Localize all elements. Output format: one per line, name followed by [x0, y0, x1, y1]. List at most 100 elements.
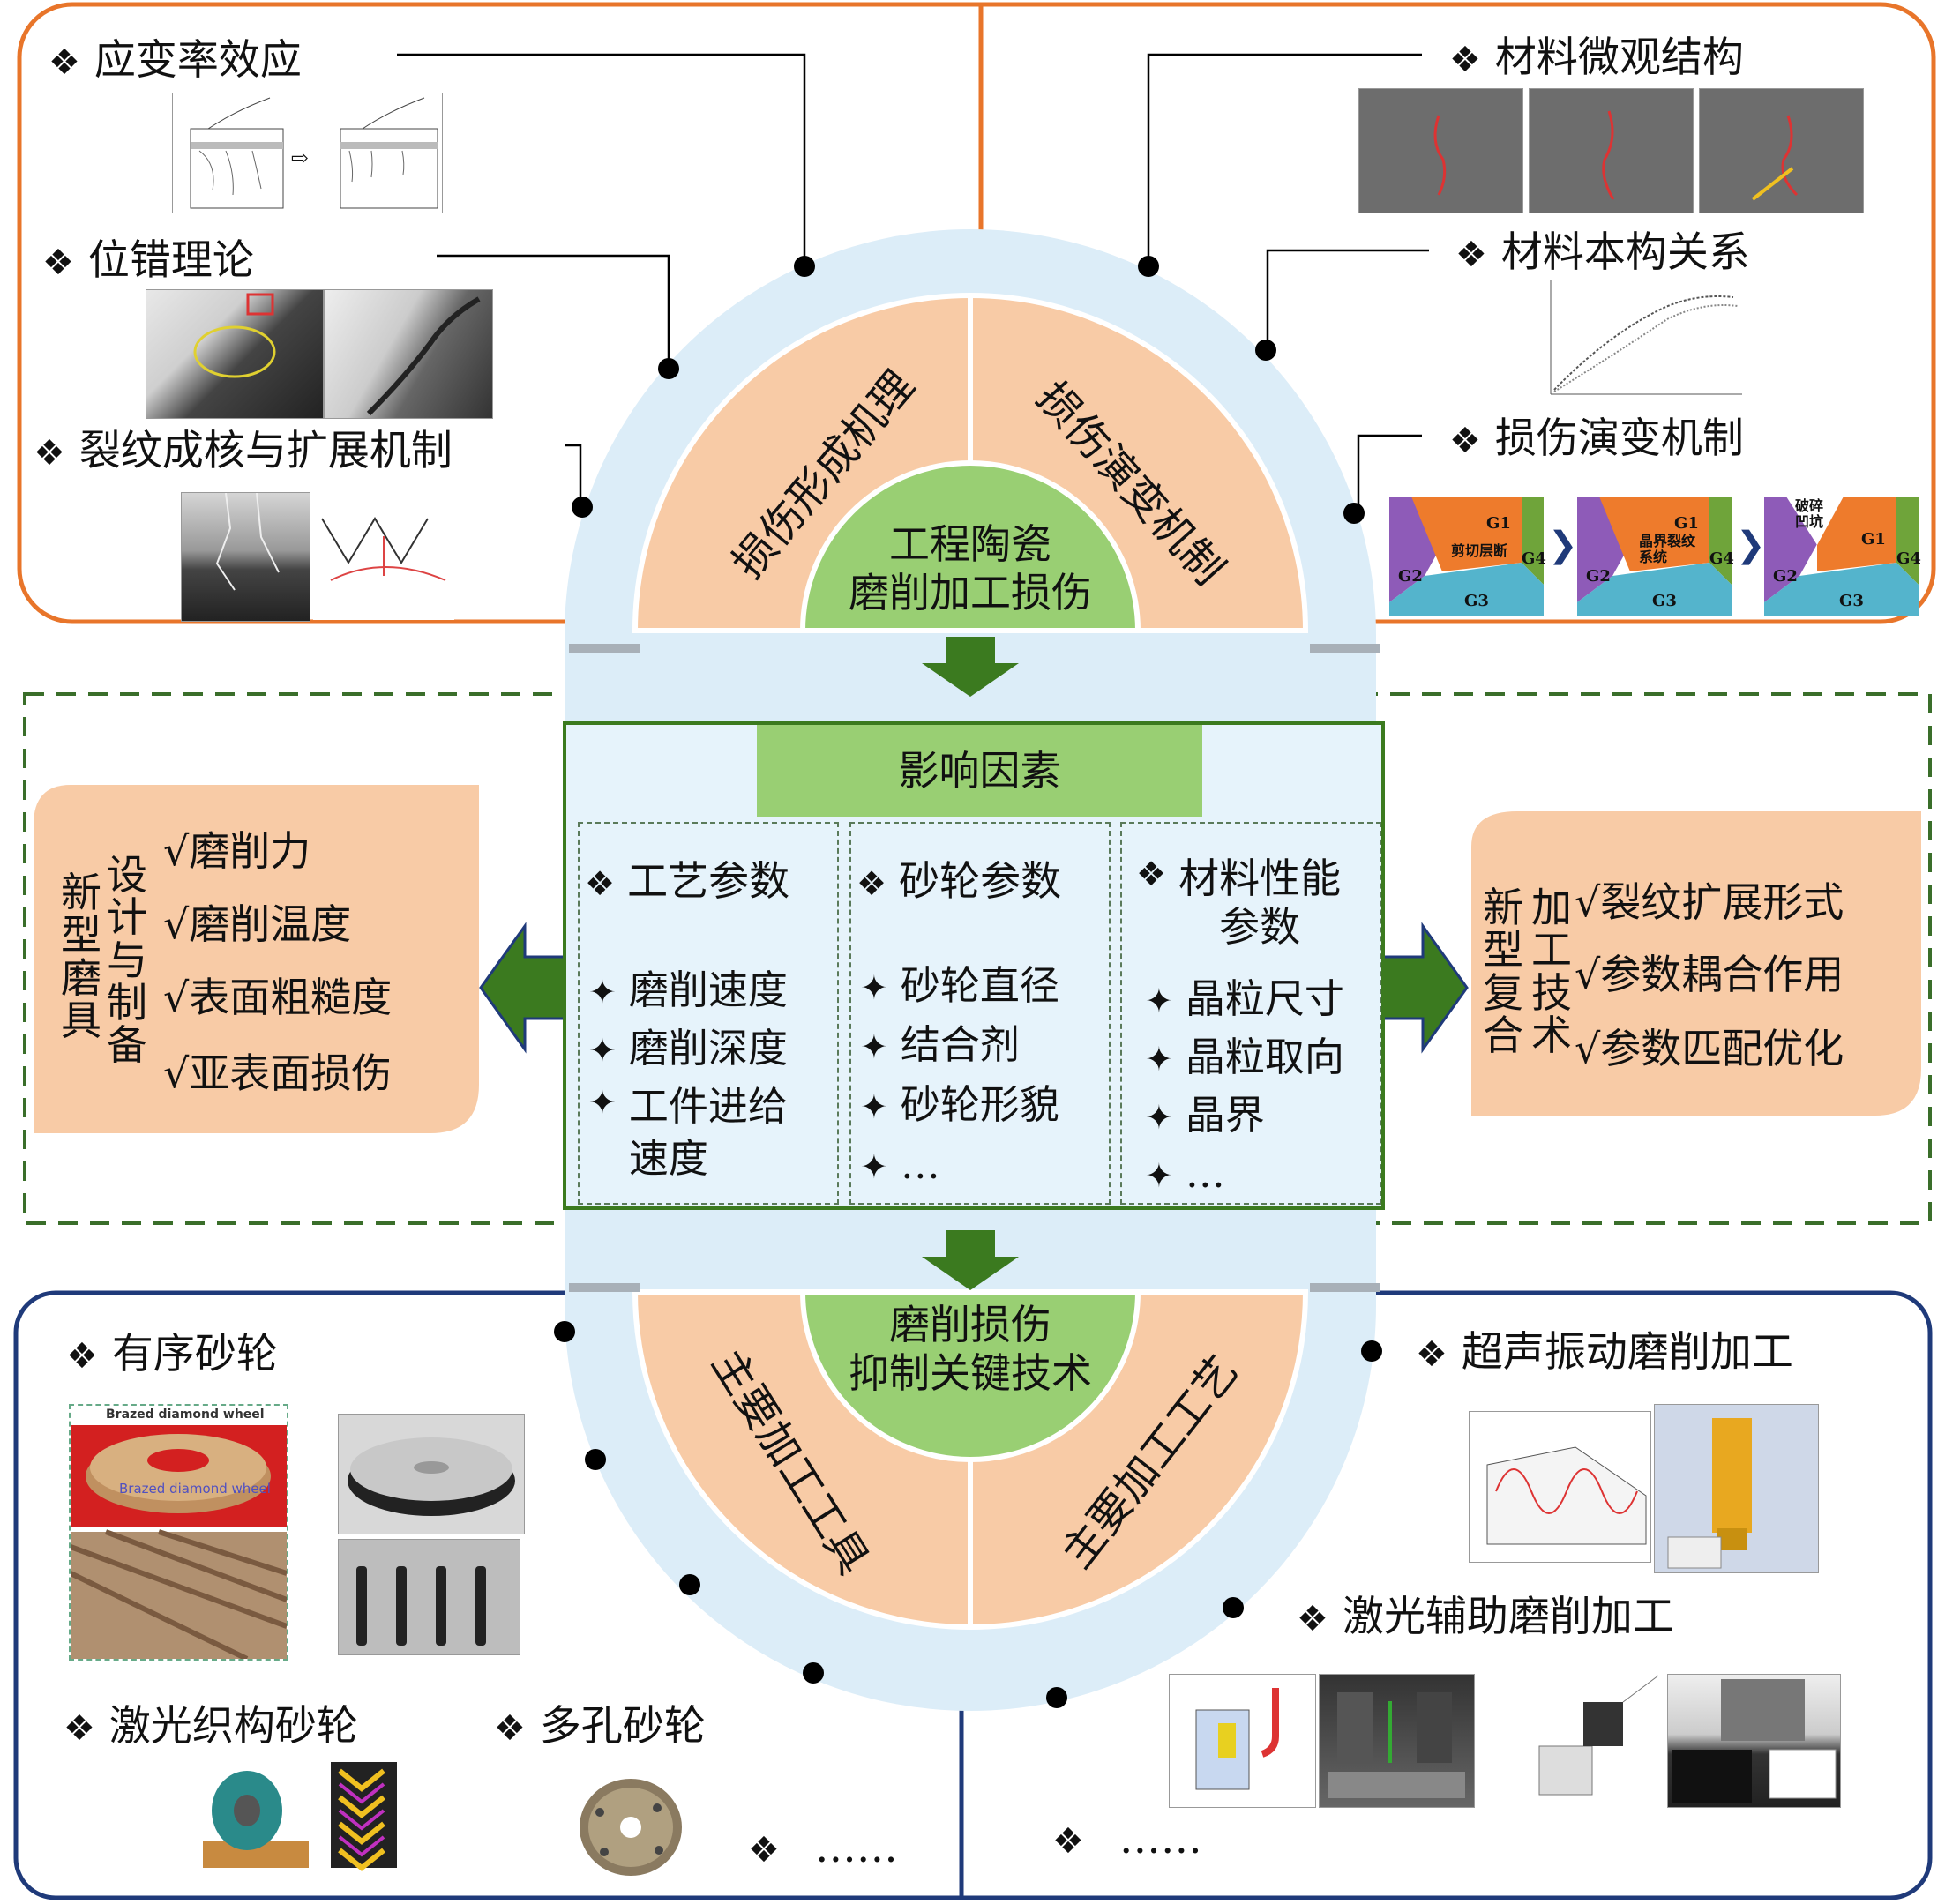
star-bullet-icon: ✦ — [588, 973, 617, 1012]
column-material-params: ❖材料性能 参数 ✦晶粒尺寸 ✦晶粒取向 ✦晶界 ✦… — [1120, 822, 1381, 1205]
constitutive-curve-image — [1535, 275, 1747, 403]
heading-dislocation: ❖位错理论 — [42, 236, 254, 285]
column-header: ❖工艺参数 — [585, 857, 790, 905]
porous-wheel-image — [578, 1773, 719, 1878]
diamond-bullet-icon: ❖ — [34, 433, 65, 474]
list-item: ✦晶粒取向 — [1145, 1034, 1344, 1080]
heading-constitutive: ❖材料本构关系 — [1455, 228, 1750, 277]
list-item: ✦晶粒尺寸 — [1145, 975, 1344, 1022]
chevron-right-icon: ❯ — [1736, 525, 1766, 565]
heading-damage-evolution: ❖损伤演变机制 — [1449, 414, 1744, 463]
diamond-bullet-icon: ❖ — [66, 1336, 98, 1377]
list-item: ✦砂轮直径 — [860, 962, 1059, 1009]
strain-rate-image-high — [318, 93, 443, 213]
diamond-bullet-icon: ❖ — [1455, 235, 1487, 275]
left-panel-item: √磨削力 — [163, 827, 311, 875]
left-panel-item: √亚表面损伤 — [163, 1049, 393, 1097]
chevron-right-icon: ❯ — [1548, 525, 1578, 565]
laser-textured-wheel-image — [185, 1758, 401, 1872]
star-bullet-icon: ✦ — [1145, 1156, 1173, 1195]
crack-sem-image — [181, 492, 310, 622]
tem-image-e — [146, 289, 324, 419]
ultrasonic-path-image — [1469, 1411, 1651, 1563]
left-panel-vertical-a: 新型磨具 — [61, 869, 101, 1044]
star-bullet-icon: ✦ — [1145, 982, 1173, 1020]
diamond-bullet-icon: ❖ — [857, 864, 887, 903]
column-wheel-params: ❖砂轮参数 ✦砂轮直径 ✦结合剂 ✦砂轮形貌 ✦… — [849, 822, 1111, 1205]
top-core-label: 工程陶瓷 磨削加工损伤 — [849, 520, 1092, 617]
list-item: ✦砂轮形貌 — [860, 1081, 1059, 1128]
diamond-bullet-icon: ❖ — [42, 243, 74, 283]
heading-laser-textured-wheel: ❖激光织构砂轮 — [64, 1702, 358, 1751]
down-arrow-top — [922, 637, 1019, 697]
star-bullet-icon: ✦ — [1145, 1040, 1173, 1079]
star-bullet-icon: ✦ — [1145, 1098, 1173, 1137]
heading-ordered-wheel: ❖有序砂轮 — [66, 1330, 278, 1378]
influence-title: 影响因素 — [757, 725, 1202, 817]
left-panel-vertical-b: 设计与制备 — [107, 851, 147, 1070]
damage-stage-1: G1 剪切层断 G4 G2 G3 — [1389, 497, 1546, 616]
diamond-bullet-icon: ❖ — [494, 1708, 526, 1749]
diamond-bullet-icon: ❖ — [1416, 1334, 1448, 1375]
crack-schematic — [313, 492, 454, 620]
heading-microstructure: ❖材料微观结构 — [1449, 34, 1744, 82]
column-header: ❖砂轮参数 — [857, 857, 1062, 905]
star-bullet-icon: ✦ — [588, 1031, 617, 1070]
damage-stage-2: G1 晶界裂纹系统 G4 G2 G3 — [1577, 497, 1734, 616]
ultrasonic-setup-image — [1654, 1404, 1819, 1573]
bottom-left-ellipsis: ❖…… — [748, 1824, 898, 1872]
diamond-bullet-icon: ❖ — [1449, 421, 1481, 461]
right-panel-vertical-a: 新型复合 — [1483, 884, 1523, 1059]
right-arrow — [1381, 922, 1469, 1054]
right-panel-item: √参数匹配优化 — [1575, 1025, 1844, 1072]
heading-strain-rate: ❖应变率效应 — [49, 36, 302, 85]
diamond-bullet-icon: ❖ — [64, 1708, 95, 1749]
diamond-bullet-icon: ❖ — [1136, 855, 1167, 893]
column-process-params: ❖工艺参数 ✦磨削速度 ✦磨削深度 ✦工件进给 速度 — [578, 822, 839, 1205]
diamond-bullet-icon: ❖ — [49, 42, 80, 83]
list-item: ✦结合剂 — [860, 1021, 1020, 1068]
resin-wheel-image — [338, 1414, 525, 1534]
strain-rate-image-low — [172, 93, 288, 213]
diamond-bullet-icon: ❖ — [1052, 1821, 1084, 1862]
microstructure-image-c — [1699, 88, 1864, 213]
laser-machine-image — [1667, 1674, 1841, 1808]
right-panel-bg — [1471, 811, 1921, 1116]
list-item: ✦磨削速度 — [588, 967, 788, 1013]
arrow-right-icon: ⇨ — [291, 146, 310, 170]
list-item: ✦磨削深度 — [588, 1025, 788, 1071]
down-arrow-bottom — [922, 1230, 1019, 1290]
laser-assisted-photo — [1319, 1674, 1475, 1808]
star-bullet-icon: ✦ — [860, 1147, 888, 1186]
bottom-green-core — [799, 1289, 1141, 1462]
diamond-bullet-icon: ❖ — [585, 864, 616, 903]
star-bullet-icon: ✦ — [860, 1027, 888, 1066]
list-item: ✦… — [1145, 1150, 1225, 1197]
star-bullet-icon: ✦ — [860, 1087, 888, 1126]
left-panel-item: √磨削温度 — [163, 900, 352, 948]
star-bullet-icon: ✦ — [588, 1083, 617, 1122]
heading-laser-assisted: ❖激光辅助磨削加工 — [1297, 1593, 1674, 1641]
laser-assisted-schematic — [1169, 1674, 1316, 1808]
left-panel-item: √表面粗糙度 — [163, 974, 393, 1021]
column-header: ❖材料性能 参数 — [1136, 855, 1342, 952]
bottom-core-label: 磨削损伤 抑制关键技术 — [849, 1301, 1092, 1398]
right-panel-vertical-b: 加工技术 — [1531, 884, 1572, 1059]
damage-stage-3: 破碎凹坑 G1 G4 G2 G3 — [1764, 497, 1921, 616]
heading-porous-wheel: ❖多孔砂轮 — [494, 1702, 706, 1751]
list-item: ✦… — [860, 1141, 940, 1188]
left-arrow — [479, 922, 566, 1054]
left-panel-bg — [34, 785, 479, 1133]
brazed-wheel-image: Brazed diamond wheel Brazed diamond whee… — [69, 1404, 288, 1661]
list-item: ✦工件进给 速度 — [588, 1081, 788, 1184]
diamond-bullet-icon: ❖ — [748, 1830, 780, 1870]
slotted-wheel-image — [338, 1539, 520, 1655]
tem-image-f — [324, 289, 493, 419]
laser-optics-image — [1522, 1667, 1663, 1808]
top-green-core — [799, 460, 1141, 633]
star-bullet-icon: ✦ — [860, 968, 888, 1007]
diamond-bullet-icon: ❖ — [1449, 40, 1481, 80]
microstructure-image-a — [1358, 88, 1523, 213]
diamond-bullet-icon: ❖ — [1297, 1599, 1328, 1639]
heading-ultrasonic: ❖超声振动磨削加工 — [1416, 1328, 1793, 1377]
